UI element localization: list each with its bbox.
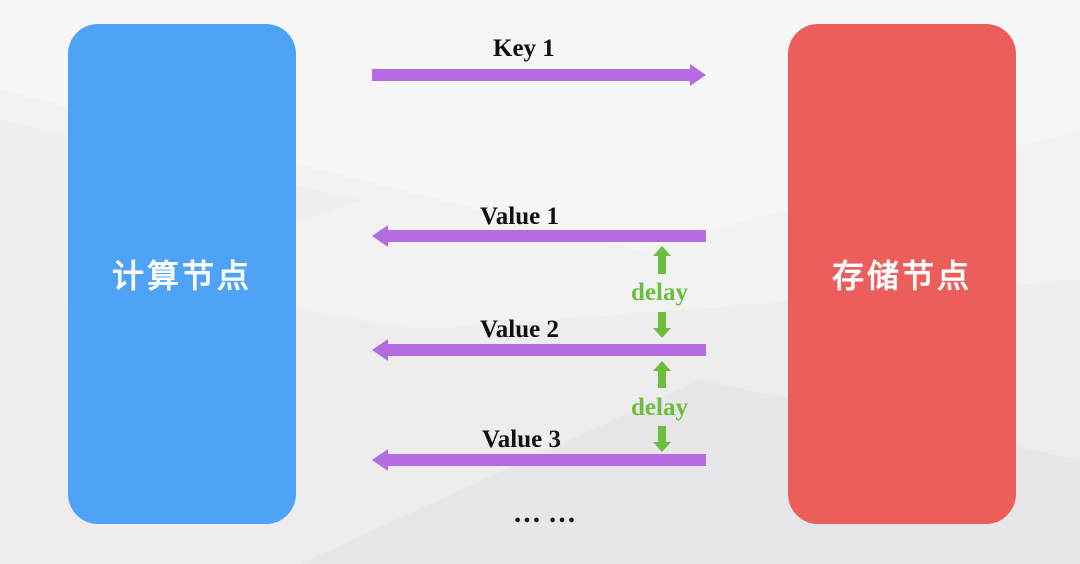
compute-node-label: 计算节点 [111,257,252,295]
delay-down-arrow-2 [653,426,671,452]
message-arrow-2 [372,225,706,247]
continuation-ellipsis: … … [513,498,576,529]
delay-label-1: delay [631,279,688,306]
message-label-key-1: Key 1 [493,35,555,62]
message-arrow-3 [372,339,706,361]
storage-node-label: 存储节点 [831,257,972,295]
delay-up-arrow-2 [653,361,671,388]
message-label-value-3: Value 3 [482,426,561,453]
delay-down-arrow-1 [653,312,671,338]
delay-label-2: delay [631,394,688,421]
message-label-value-2: Value 2 [480,316,559,343]
compute-node: 计算节点 [68,24,296,524]
storage-node: 存储节点 [788,24,1016,524]
message-label-value-1: Value 1 [480,203,559,230]
message-arrow-4 [372,449,706,471]
delay-up-arrow-1 [653,246,671,274]
message-arrow-1 [372,64,706,86]
